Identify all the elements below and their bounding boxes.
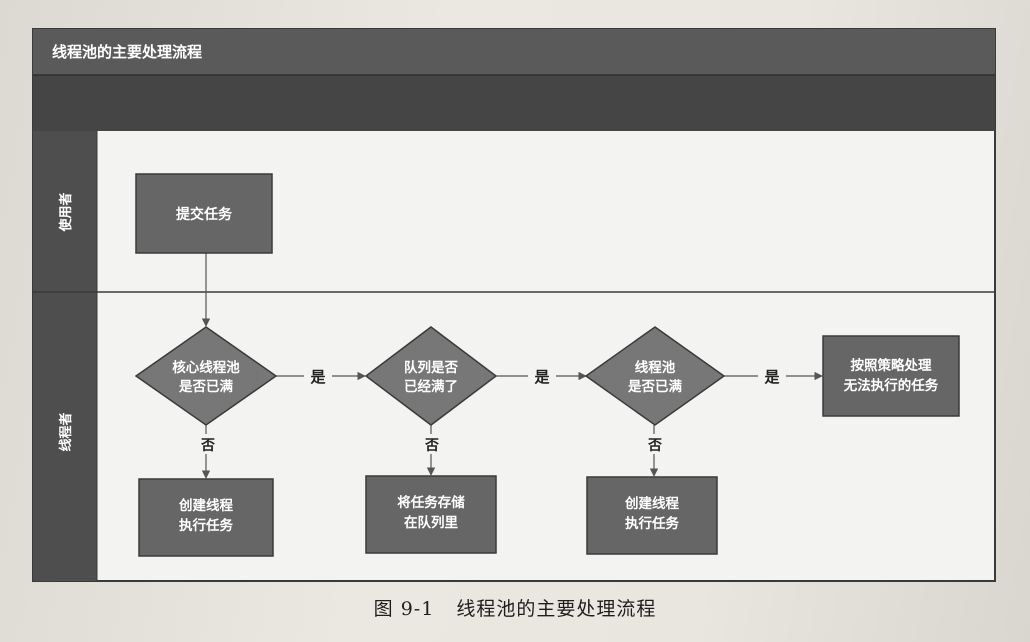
node-label: 按照策略处理 (851, 357, 932, 374)
lane-label-column (33, 131, 97, 581)
flowchart: 线程池的主要处理流程 使用者 线程者 是 是 是 否 (32, 28, 996, 582)
node-thread-pool-full-decision: 线程池 是否已满 (584, 326, 726, 426)
node-label: 提交任务 (176, 206, 233, 223)
node-label: 已经满了 (404, 378, 458, 395)
lane-label-pool: 线程者 (58, 412, 74, 451)
node-label: 执行任务 (625, 515, 679, 532)
node-reject-policy: 按照策略处理 无法执行的任务 (822, 335, 960, 417)
edge-label-no: 否 (647, 438, 662, 454)
diagram-title: 线程池的主要处理流程 (52, 43, 202, 61)
node-label: 线程池 (635, 359, 676, 376)
node-label: 是否已满 (628, 378, 682, 395)
node-label: 队列是否 (404, 359, 458, 376)
lane-label-user: 使用者 (58, 192, 74, 232)
edge-label-yes: 是 (533, 368, 550, 386)
node-label: 执行任务 (179, 517, 233, 534)
node-submit-task: 提交任务 (135, 173, 273, 254)
node-enqueue-task: 将任务存储 在队列里 (365, 475, 497, 554)
node-label: 创建线程 (624, 495, 679, 512)
figure-caption-text: 线程池的主要处理流程 (456, 598, 657, 620)
header-band (33, 75, 995, 131)
figure-number: 图 9-1 (373, 598, 435, 620)
edge-label-yes: 是 (763, 368, 780, 386)
edge-label-no: 否 (424, 438, 439, 454)
edge-label-no: 否 (200, 438, 215, 454)
node-create-pool-thread: 创建线程 执行任务 (586, 476, 718, 555)
node-create-core-thread: 创建线程 执行任务 (138, 478, 274, 557)
node-label: 核心线程池 (172, 359, 240, 376)
node-label: 在队列里 (404, 514, 458, 531)
title-band (33, 29, 995, 75)
edge-label-yes: 是 (309, 368, 326, 386)
node-queue-full-decision: 队列是否 已经满了 (364, 326, 498, 426)
figure-caption: 图 9-1 线程池的主要处理流程 (0, 594, 1030, 621)
node-label: 将任务存储 (397, 494, 465, 511)
node-label: 无法执行的任务 (843, 377, 939, 394)
node-core-pool-full-decision: 核心线程池 是否已满 (134, 326, 278, 426)
node-label: 创建线程 (178, 497, 233, 514)
node-label: 是否已满 (179, 378, 233, 395)
